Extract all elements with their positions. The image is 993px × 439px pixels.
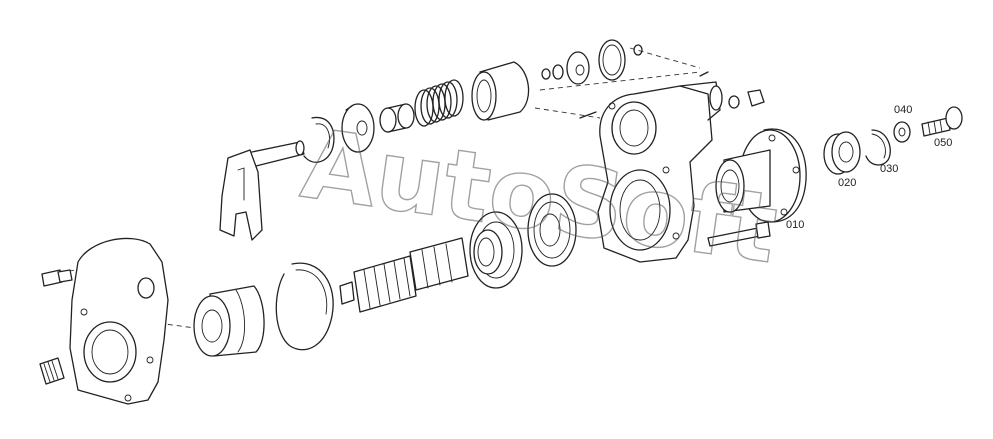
- long-bolt: [707, 221, 771, 247]
- piston-sleeve: [471, 61, 530, 121]
- left-housing: [69, 237, 169, 405]
- small-bolt: [41, 269, 73, 287]
- callout-040: 040: [894, 104, 912, 116]
- compression-spring: [414, 79, 464, 127]
- thrust-disc: [341, 103, 375, 153]
- bushing: [379, 103, 415, 133]
- callout-020: 020: [838, 177, 856, 189]
- callout-010: 010: [786, 219, 804, 231]
- callout-050: 050: [934, 137, 952, 149]
- housing-plug: [728, 89, 765, 109]
- callout-030: 030: [880, 163, 898, 175]
- ball-bearing: [469, 211, 523, 289]
- screw-050: [921, 106, 963, 137]
- o-rings: [541, 39, 643, 85]
- snap-ring-large: [275, 262, 334, 351]
- snap-ring-upper: [303, 116, 335, 163]
- flange-010: [715, 128, 807, 223]
- splined-sleeve: [193, 285, 265, 357]
- gasket-disc: [527, 193, 577, 267]
- shift-fork: [219, 140, 305, 241]
- small-pins: [579, 71, 709, 119]
- snap-ring-030: [865, 129, 891, 166]
- nut-040: [893, 121, 911, 143]
- splined-shaft: [339, 237, 469, 313]
- needle-bearing: [39, 357, 65, 385]
- main-housing: [597, 81, 723, 263]
- seal-ring-020: [823, 131, 861, 175]
